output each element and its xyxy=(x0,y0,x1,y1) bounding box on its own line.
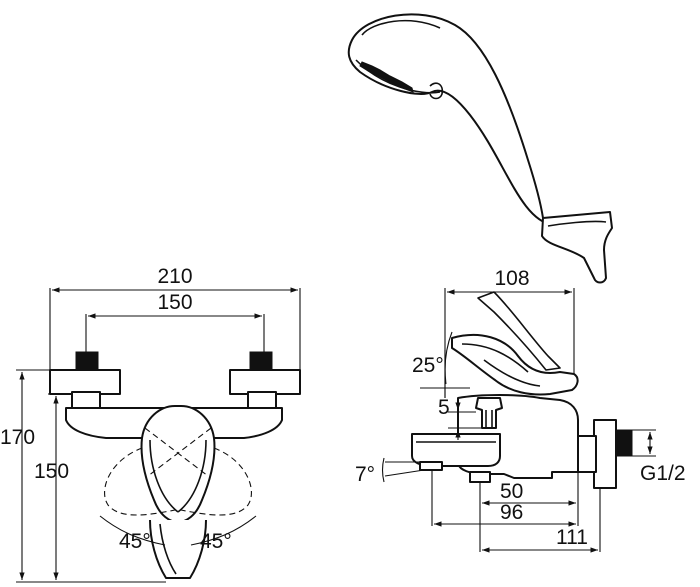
label-lever-angle-right: 45° xyxy=(200,530,232,553)
label-thread-size: G1/2 xyxy=(640,462,686,485)
label-total-height: 170 xyxy=(0,426,35,449)
label-diverter-height: 5 xyxy=(438,396,450,419)
label-outlet-offset: 50 xyxy=(500,480,523,503)
front-dimension-lines xyxy=(16,287,301,583)
front-view xyxy=(49,351,301,579)
label-overall-width: 210 xyxy=(157,265,192,288)
label-side-depth: 108 xyxy=(494,267,529,290)
diverter-knob xyxy=(475,397,503,429)
side-lever xyxy=(451,333,579,396)
side-view xyxy=(411,291,633,489)
right-inlet-nut xyxy=(229,369,301,395)
side-dimension-lines xyxy=(381,288,656,553)
shower-holder xyxy=(541,211,613,284)
wall-connector xyxy=(593,419,617,489)
hand-shower xyxy=(347,13,554,226)
label-spout-angle: 7° xyxy=(355,463,375,486)
label-spout-reach: 96 xyxy=(500,501,523,524)
label-inlet-spacing: 150 xyxy=(157,291,192,314)
label-inlet-height: 150 xyxy=(34,460,69,483)
label-wall-distance: 111 xyxy=(556,526,588,549)
label-lever-tilt: 25° xyxy=(412,354,444,377)
label-lever-angle-left: 45° xyxy=(119,530,151,553)
dimension-labels: 210 150 170 150 45° 45° 108 25° 5 7° 50 … xyxy=(0,265,686,553)
left-inlet-nut xyxy=(49,369,121,395)
